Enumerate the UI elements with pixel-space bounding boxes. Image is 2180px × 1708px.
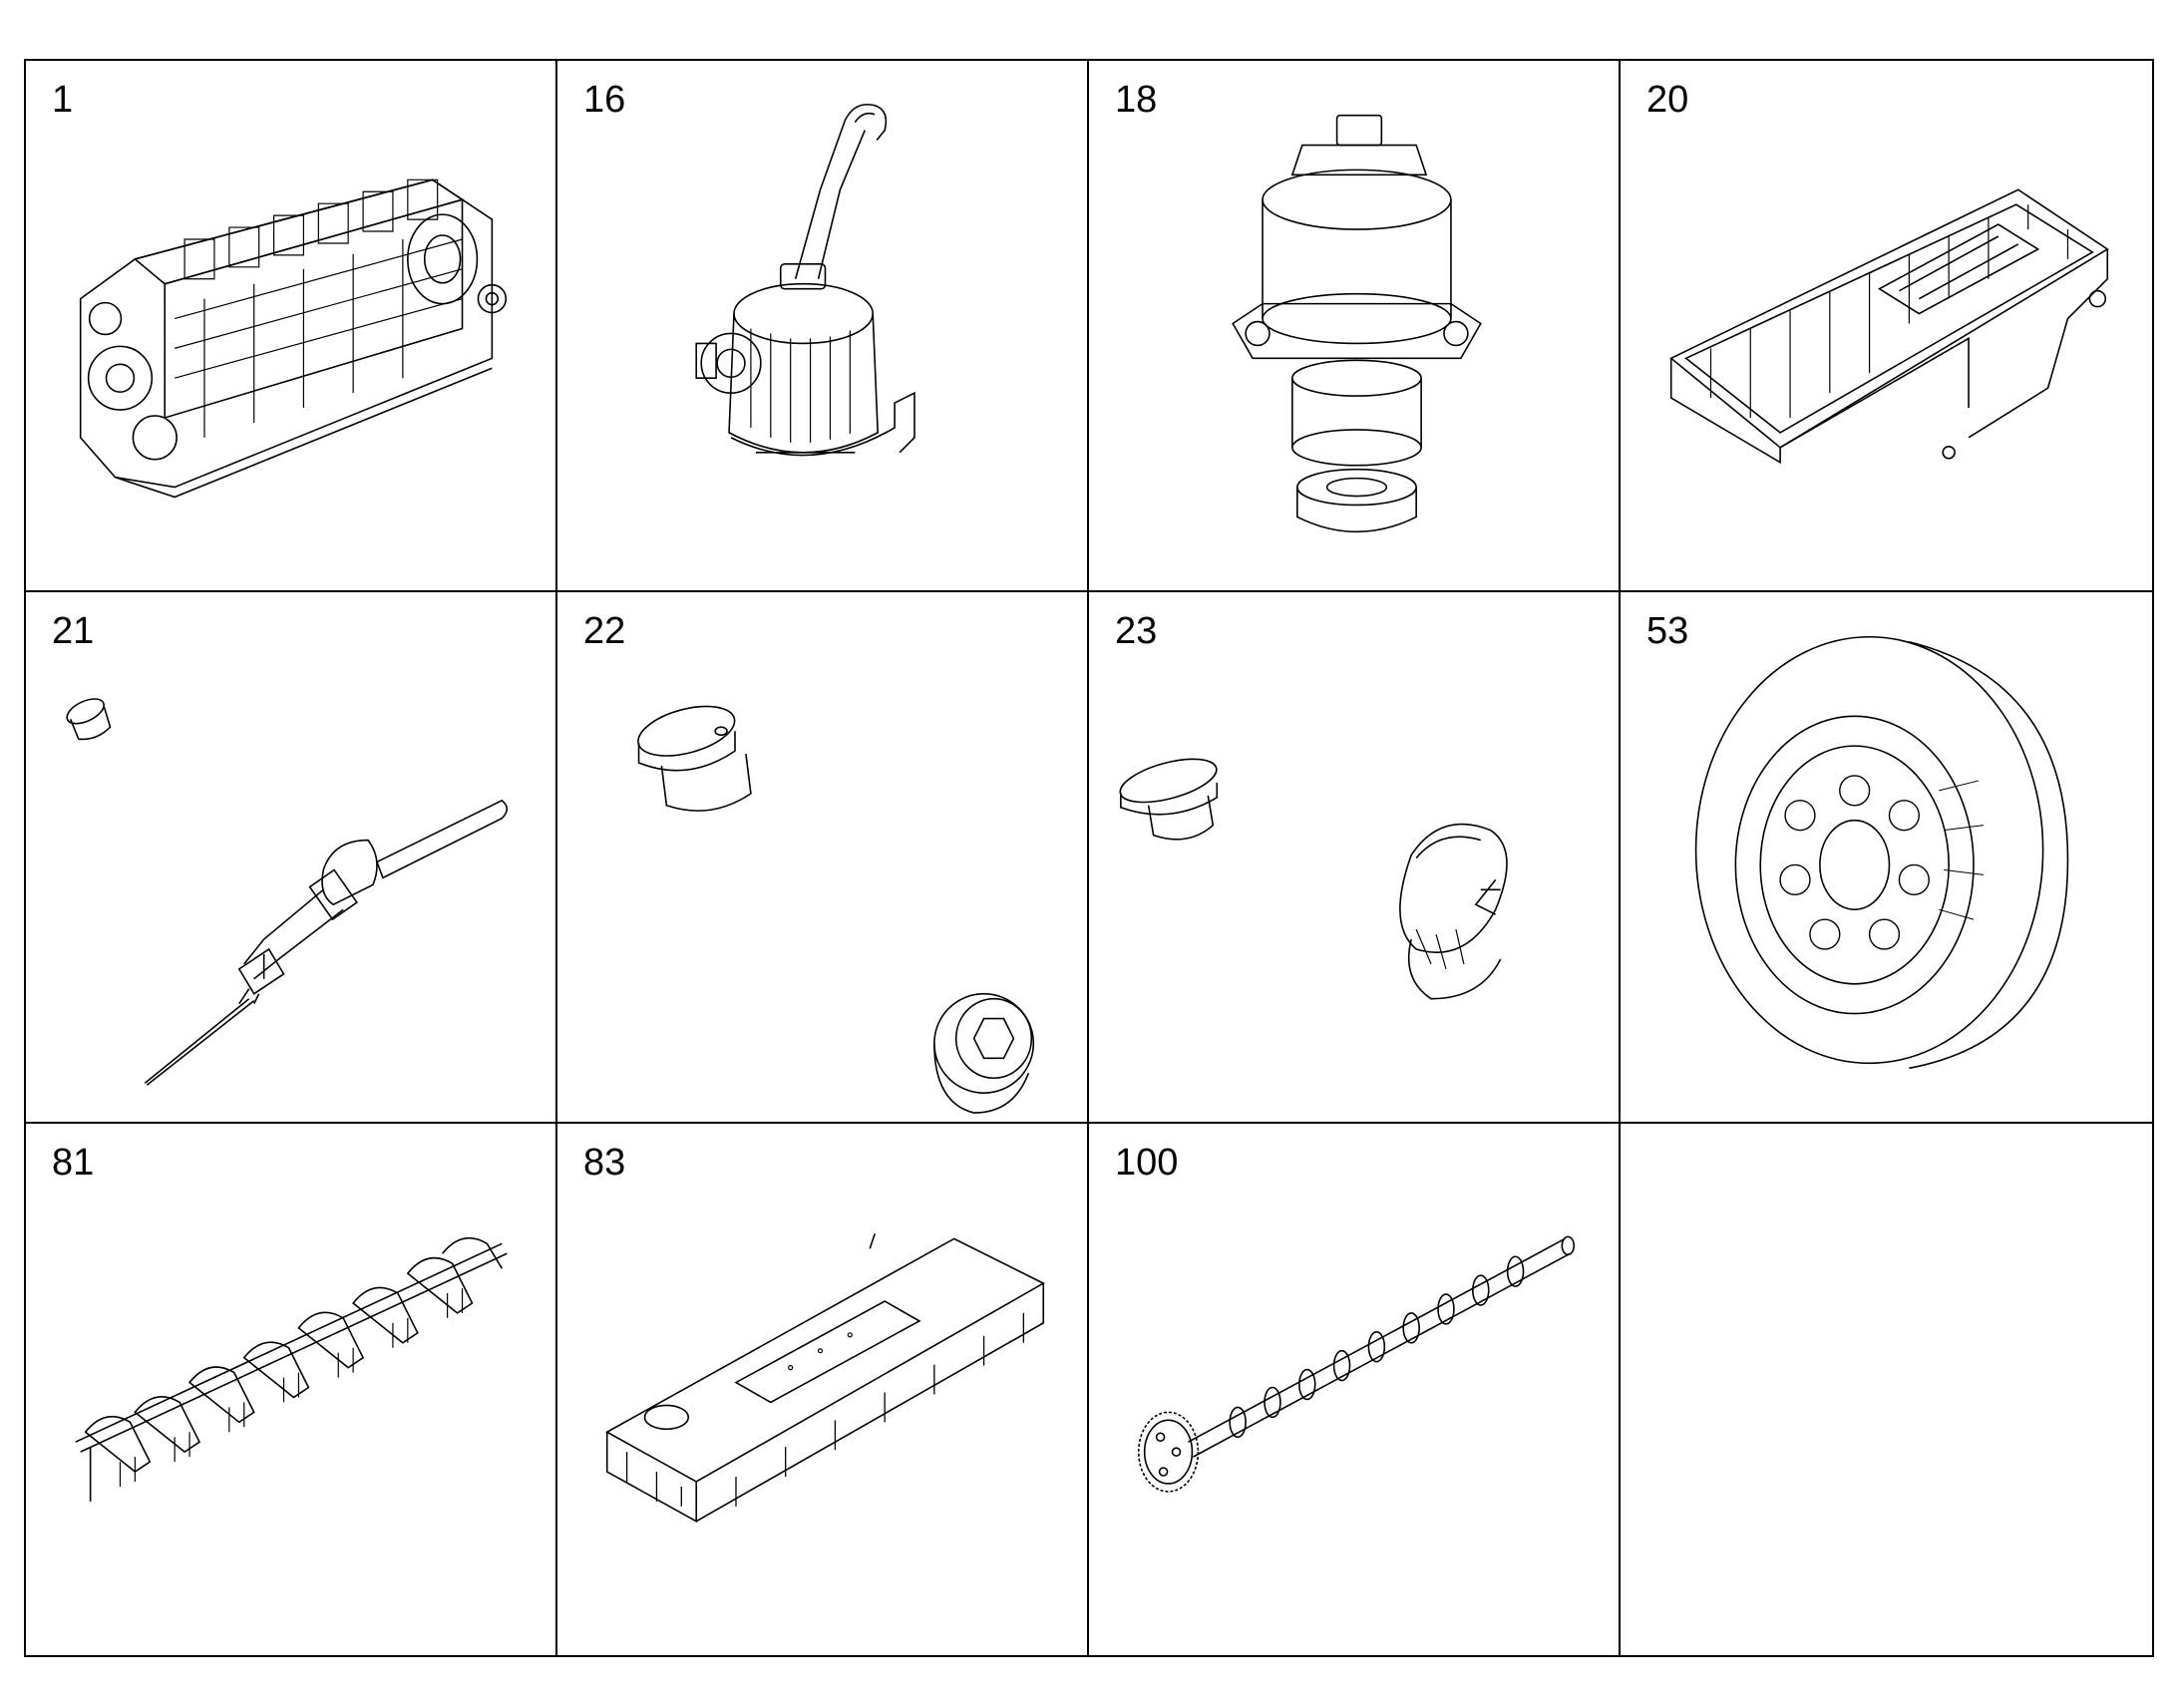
part-number: 83	[583, 1142, 626, 1184]
part-cell-16[interactable]: 16	[557, 61, 1089, 592]
oil-filler-cap-icon	[1089, 592, 1619, 1122]
part-cell-100[interactable]: 100	[1089, 1124, 1621, 1655]
rocker-arm-shaft-icon	[26, 1124, 555, 1655]
part-number: 23	[1115, 610, 1158, 652]
drain-plugs-icon	[557, 592, 1087, 1122]
part-number: 1	[52, 79, 74, 121]
part-number: 21	[52, 610, 95, 652]
part-number: 20	[1646, 79, 1689, 121]
part-number: 22	[583, 610, 626, 652]
empty-cell	[1621, 1124, 2152, 1655]
oil-dipstick-icon	[26, 592, 555, 1122]
valve-cover-icon	[557, 1124, 1087, 1655]
oil-pan-icon	[1621, 61, 2152, 590]
part-cell-21[interactable]: 21	[26, 592, 557, 1124]
part-cell-81[interactable]: 81	[26, 1124, 557, 1655]
part-number: 100	[1115, 1142, 1179, 1184]
part-cell-23[interactable]: 23	[1089, 592, 1621, 1124]
part-cell-18[interactable]: 18	[1089, 61, 1621, 592]
part-cell-22[interactable]: 22	[557, 592, 1089, 1124]
part-number: 18	[1115, 79, 1158, 121]
parts-grid: 1	[24, 59, 2154, 1657]
part-number: 53	[1646, 610, 1689, 652]
part-cell-1[interactable]: 1	[26, 61, 557, 592]
camshaft-icon	[1089, 1124, 1619, 1655]
part-number: 16	[583, 79, 626, 121]
part-cell-83[interactable]: 83	[557, 1124, 1089, 1655]
engine-block-icon	[26, 61, 555, 590]
vibration-damper-icon	[1621, 592, 2152, 1122]
egr-valve-icon	[1089, 61, 1619, 590]
part-cell-53[interactable]: 53	[1621, 592, 2152, 1124]
part-number: 81	[52, 1142, 95, 1184]
oil-separator-icon	[557, 61, 1087, 590]
part-cell-20[interactable]: 20	[1621, 61, 2152, 592]
